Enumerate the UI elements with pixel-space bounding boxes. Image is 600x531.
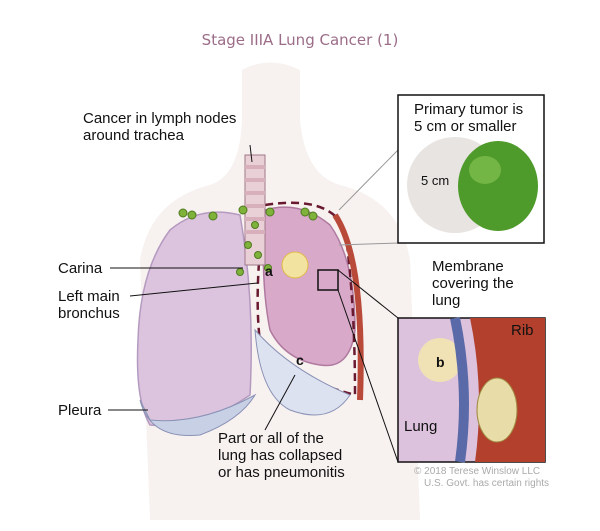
copyright-line: U.S. Govt. has certain rights bbox=[424, 478, 550, 489]
label-line: Part or all of the bbox=[218, 430, 324, 447]
label-line: Cancer in lymph nodes bbox=[83, 110, 237, 127]
label-rib: Rib bbox=[511, 322, 534, 339]
label-collapsed: Part or all of the lung has collapsed or… bbox=[218, 430, 345, 481]
label-lung: Lung bbox=[404, 418, 438, 435]
label-bronchus: Left main bronchus bbox=[58, 288, 120, 322]
letter-c: c bbox=[296, 352, 304, 368]
letter-a: a bbox=[265, 263, 273, 279]
copyright: © 2018 Terese Winslow LLC U.S. Govt. has… bbox=[414, 466, 549, 490]
lymph-nodes bbox=[178, 205, 318, 276]
label-line: covering the bbox=[432, 275, 514, 292]
label-line: Primary tumor is bbox=[414, 101, 524, 118]
lime-icon bbox=[458, 141, 538, 231]
copyright-line: © 2018 Terese Winslow LLC bbox=[414, 466, 541, 477]
label-line: Membrane bbox=[432, 258, 504, 275]
diagram-title: Stage IIIA Lung Cancer (1) bbox=[201, 31, 399, 49]
label-lymph-nodes: Cancer in lymph nodes around trachea bbox=[83, 110, 236, 144]
label-carina: Carina bbox=[58, 260, 103, 277]
pleura bbox=[139, 393, 257, 437]
label-pleura: Pleura bbox=[58, 402, 102, 419]
collapsed-lung-outline bbox=[256, 201, 357, 397]
label-line: 5 cm or smaller bbox=[414, 118, 517, 135]
letter-b: b bbox=[436, 354, 445, 370]
primary-tumor bbox=[281, 251, 309, 279]
inset-size-label: 5 cm bbox=[421, 173, 450, 188]
ribs bbox=[332, 213, 364, 401]
label-line: or has pneumonitis bbox=[218, 464, 345, 481]
left-lung bbox=[262, 206, 356, 367]
pleural-space bbox=[254, 328, 351, 416]
label-line: around trachea bbox=[83, 127, 184, 144]
rib-bone bbox=[476, 377, 518, 443]
label-line: bronchus bbox=[58, 305, 120, 322]
label-line: lung has collapsed bbox=[218, 447, 343, 464]
label-line: Left main bbox=[58, 288, 120, 305]
inset-title: Primary tumor is 5 cm or smaller bbox=[414, 101, 523, 135]
label-line: lung bbox=[432, 292, 461, 309]
label-membrane: Membrane covering the lung bbox=[432, 258, 514, 309]
